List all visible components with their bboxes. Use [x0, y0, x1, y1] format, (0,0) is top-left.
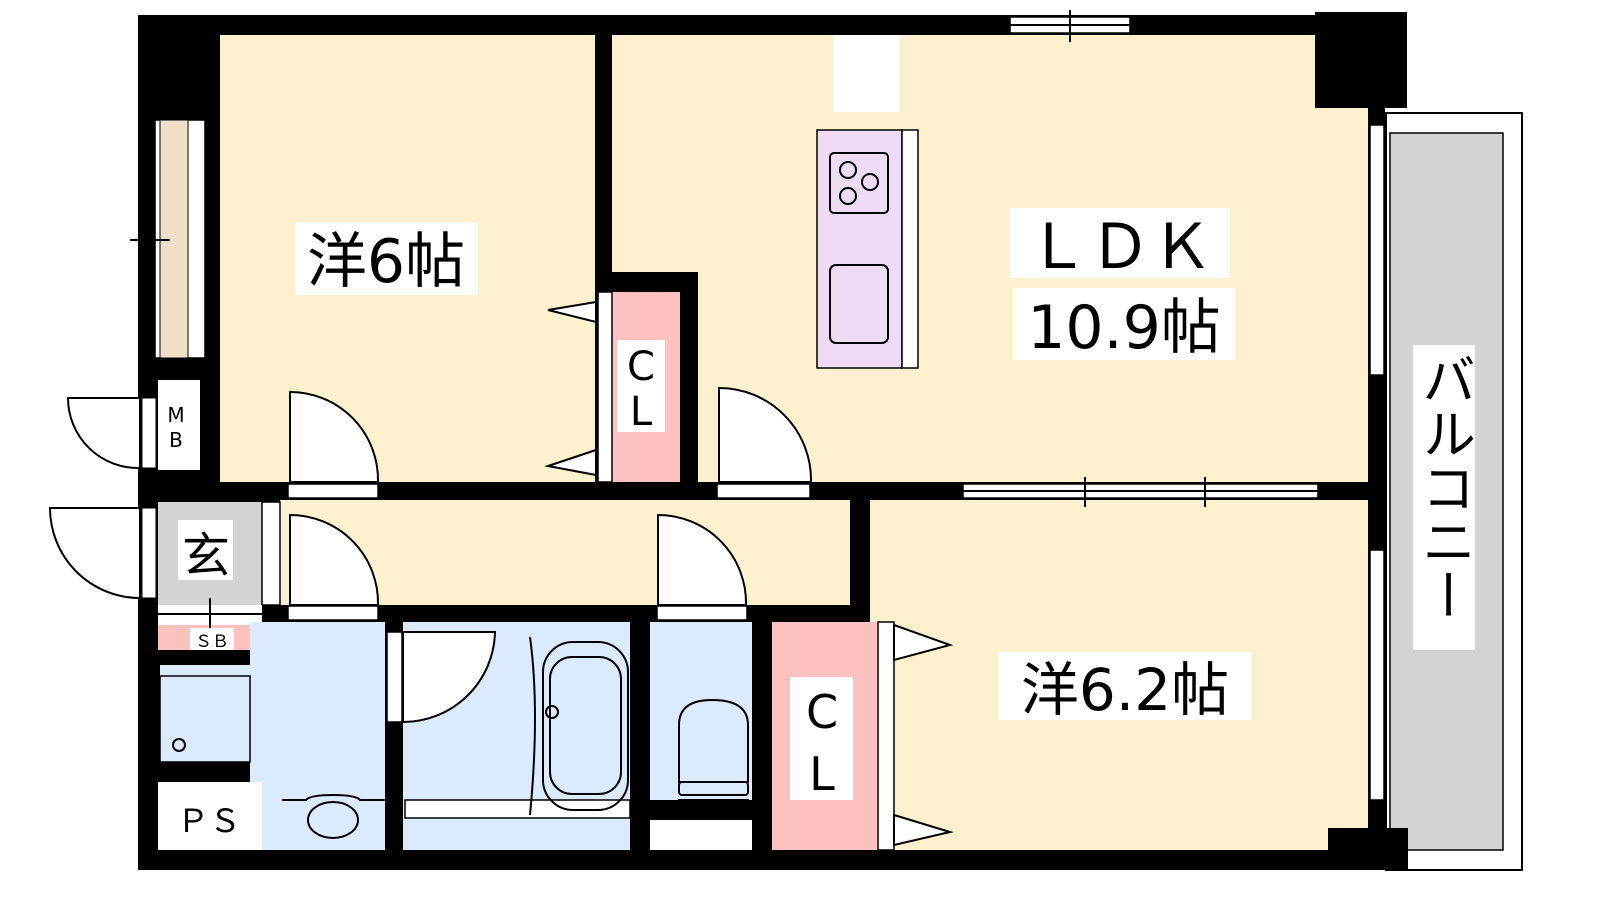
bathtub-icon [542, 641, 629, 811]
room-label-western-2: 洋6.2帖 [1021, 656, 1229, 724]
meter-box-label-b: B [169, 428, 183, 452]
sink-icon [307, 801, 359, 839]
pipe-space [158, 782, 262, 850]
room-ldk [612, 35, 1368, 272]
kitchen-sink-icon [829, 264, 889, 344]
room-size-ldk: 10.9帖 [1027, 293, 1221, 363]
closet-2-doors[interactable] [893, 623, 954, 847]
door-entrance[interactable] [48, 507, 141, 600]
door-toilet[interactable] [656, 513, 748, 621]
balcony [1385, 112, 1523, 871]
door-bathroom[interactable] [386, 631, 497, 724]
door-western-1[interactable] [287, 390, 380, 499]
washing-machine-space [159, 675, 251, 763]
meter-box-label-m: M [167, 403, 184, 427]
meter-box [158, 380, 200, 470]
room-label-ldk: ＬＤＫ [1027, 210, 1213, 283]
closet-2-label-l: L [809, 747, 835, 801]
closet-1-label-c: C [627, 344, 655, 390]
door-ldk[interactable] [716, 386, 813, 499]
closet-2-label-c: C [806, 685, 838, 739]
toilet-icon [678, 698, 749, 783]
shoe-box-label: ＳＢ [195, 632, 229, 652]
closet-1-label-l: L [630, 389, 653, 435]
pipe-space-label: ＰＳ [177, 802, 241, 840]
stove-icon [829, 152, 889, 214]
room-label-western-1: 洋6帖 [307, 227, 465, 297]
door-meter-box[interactable] [66, 397, 141, 470]
entrance-label: 玄 [182, 528, 230, 584]
closet-1-doors[interactable] [544, 300, 597, 477]
door-hall[interactable] [287, 513, 380, 621]
refrigerator-space [833, 35, 900, 112]
balcony-label: バルコニー [1413, 352, 1476, 622]
